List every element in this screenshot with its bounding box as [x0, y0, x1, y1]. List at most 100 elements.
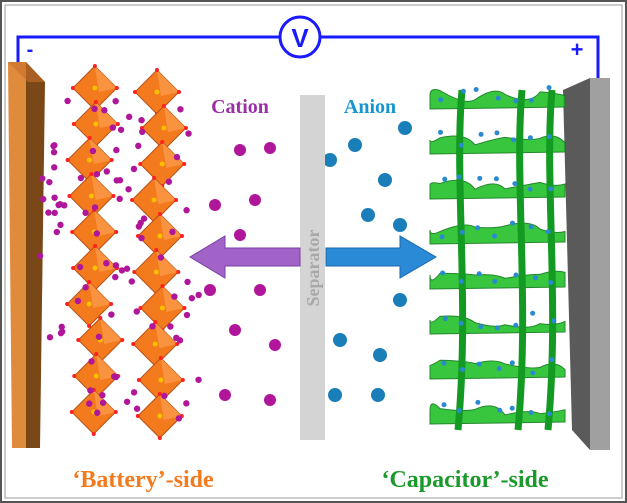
adsorbed-anion [441, 360, 447, 366]
oxygen-atom [93, 100, 98, 104]
adsorbed-anion [528, 410, 534, 416]
oxygen-atom [174, 198, 179, 202]
oxygen-atom [91, 432, 96, 436]
cation [113, 177, 120, 184]
cation [173, 153, 181, 161]
adsorbed-anion [512, 181, 518, 187]
cation [130, 165, 138, 173]
positive-terminal: + [571, 37, 584, 62]
cation [117, 126, 125, 133]
octahedron-face [94, 66, 117, 92]
oxygen-atom [89, 172, 94, 176]
oxygen-atom [179, 234, 184, 238]
oxygen-atom [157, 436, 162, 440]
cation [209, 199, 221, 211]
cation [137, 219, 144, 227]
cation [108, 311, 115, 318]
oxygen-atom [160, 284, 165, 288]
cation [39, 195, 47, 203]
oxygen-atom [114, 230, 119, 234]
anion [393, 218, 407, 232]
oxygen-atom [153, 320, 158, 324]
adsorbed-anion [442, 176, 448, 182]
cation [118, 267, 126, 274]
cation [64, 97, 71, 105]
anion [398, 121, 412, 135]
anion [323, 153, 337, 167]
cation [112, 373, 120, 381]
cation [61, 202, 68, 209]
adsorbed-anion [440, 270, 446, 276]
oxygen-atom [65, 158, 70, 162]
cation [57, 221, 64, 229]
oxygen-atom [87, 280, 92, 284]
oxygen-atom [67, 194, 72, 198]
adsorbed-anion [530, 310, 536, 316]
cation [58, 328, 66, 335]
cation [157, 254, 165, 261]
adsorbed-anion [438, 97, 444, 103]
adsorbed-anion [511, 137, 517, 143]
cation [264, 142, 276, 154]
anion-label: Anion [344, 96, 396, 118]
cation [183, 311, 191, 319]
adsorbed-anion [456, 174, 462, 180]
oxygen-atom [130, 198, 135, 202]
cation [138, 116, 145, 124]
adsorbed-anion [439, 234, 445, 240]
graphene-pillar [544, 89, 557, 431]
octahedron-face [160, 358, 183, 384]
oxygen-atom [157, 212, 162, 216]
cation [264, 394, 276, 406]
cation [93, 230, 100, 237]
adsorbed-anion [460, 88, 466, 94]
oxygen-atom [93, 244, 98, 248]
adsorbed-anion [509, 220, 515, 226]
cation [195, 291, 202, 299]
octahedron-face [96, 354, 119, 380]
cation [46, 334, 54, 341]
wire-left [16, 35, 280, 64]
oxygen-atom [76, 338, 81, 342]
cation [133, 405, 141, 412]
octahedron-face [89, 282, 112, 308]
cation [149, 323, 156, 330]
octahedron-face [155, 322, 178, 348]
oxygen-atom [115, 122, 120, 126]
oxygen-atom [158, 356, 163, 360]
adsorbed-anion [546, 134, 552, 140]
adsorbed-anion [473, 86, 479, 92]
oxygen-atom [132, 90, 137, 94]
adsorbed-anion [551, 318, 557, 324]
adsorbed-anion [513, 322, 519, 328]
capacitor-electrode-mesh [429, 85, 566, 431]
oxygen-atom [175, 342, 180, 346]
cation [46, 178, 53, 186]
cation [58, 323, 65, 331]
oxygen-atom [87, 136, 92, 140]
cation [204, 284, 216, 296]
oxygen-atom [176, 90, 181, 94]
metal-atom [87, 157, 93, 163]
oxygen-atom [87, 324, 92, 328]
adsorbed-anion [528, 97, 534, 103]
adsorbed-anion [528, 224, 534, 230]
voltmeter-label: V [291, 23, 309, 53]
anion [378, 173, 392, 187]
cation [36, 252, 44, 260]
oxygen-atom [161, 104, 166, 108]
oxygen-atom [71, 266, 76, 270]
adsorbed-anion [494, 130, 500, 136]
anion [361, 208, 375, 222]
cation [74, 297, 82, 305]
cation [165, 178, 173, 185]
anion [328, 388, 342, 402]
cation [139, 128, 146, 136]
metal-atom [154, 89, 160, 95]
octahedron-face [91, 174, 114, 200]
cation [177, 106, 184, 113]
voltmeter-icon [278, 15, 322, 59]
metal-atom [157, 413, 163, 419]
cation [234, 144, 246, 156]
